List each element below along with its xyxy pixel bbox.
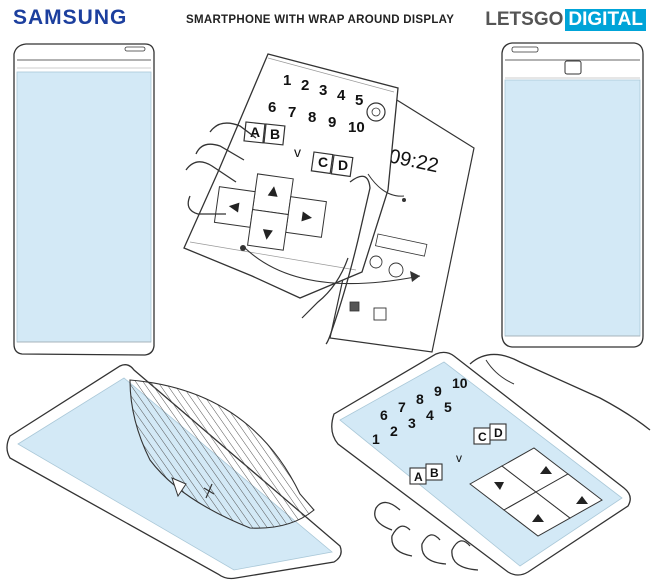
cursor-symbols (171, 477, 215, 499)
key-group-cd: C D (310, 151, 354, 178)
keypad-digit: 5 (355, 92, 363, 109)
arrow-right-icon (301, 211, 313, 222)
keypad-digit: 10 (452, 375, 468, 391)
rear-screen (504, 79, 641, 337)
keypad-digit: 7 (288, 104, 296, 121)
keypad-digit: 6 (380, 407, 388, 423)
key-group-cd: C D (473, 423, 507, 445)
keypad-digit: 9 (434, 383, 442, 399)
arrow-icon (540, 466, 552, 474)
hand (374, 353, 651, 571)
arrow-down-icon (262, 229, 273, 240)
app-icon (369, 255, 383, 269)
key-group-ab: A B (243, 121, 286, 146)
keypad-digit: 7 (398, 399, 406, 415)
samsung-logo: SAMSUNG (13, 6, 128, 29)
keypad-digit: 6 (268, 99, 276, 116)
keypad-digit: 3 (319, 82, 327, 99)
keypad-digit: 4 (337, 87, 346, 104)
arrow-icon (532, 514, 544, 522)
keypad-digit: 1 (283, 72, 291, 89)
front-panel (183, 53, 399, 299)
phone-front-left (13, 43, 155, 356)
keypad-digit: 5 (444, 399, 452, 415)
dpad (213, 173, 327, 251)
svg-text:A: A (250, 124, 260, 140)
arrow-up-icon (267, 186, 278, 197)
key-group-ab: A B (409, 463, 443, 485)
keypad-digit: 1 (372, 431, 380, 447)
header: SAMSUNG SMARTPHONE WITH WRAP AROUND DISP… (0, 0, 658, 34)
keypad-digit: 10 (348, 119, 365, 136)
svg-text:B: B (270, 126, 280, 142)
logo-letsgo: LETSGO (485, 9, 564, 30)
phone-back-right (501, 42, 644, 348)
svg-text:A: A (414, 470, 423, 484)
svg-text:C: C (478, 430, 487, 444)
arrow-icon (576, 496, 588, 504)
svg-text:C: C (318, 154, 328, 170)
keypad-digit: 2 (301, 77, 309, 94)
touch-region (129, 379, 315, 529)
app-icon (388, 262, 404, 278)
chevron-down-icon: v (456, 451, 462, 465)
keypad-digit: 2 (390, 423, 398, 439)
keypad-digit: 4 (426, 407, 434, 423)
arrow-left-icon (228, 202, 240, 213)
svg-text:D: D (338, 157, 348, 173)
keypad-digit: 8 (308, 109, 316, 126)
letsgodigital-logo: LETSGO DIGITAL (485, 7, 646, 33)
svg-text:D: D (494, 426, 503, 440)
chevron-down-icon: v (294, 144, 301, 160)
keypad-digit: 3 (408, 415, 416, 431)
logo-digital: DIGITAL (565, 9, 646, 31)
phone-side-view (6, 364, 342, 580)
front-screen (16, 71, 152, 343)
arrow-icon (494, 482, 504, 490)
camera-module (564, 60, 582, 75)
dpad (469, 447, 603, 537)
speaker-grille (124, 46, 146, 52)
hand (185, 122, 371, 345)
rotate-arrow (244, 247, 421, 285)
keypad-digit: 8 (416, 391, 424, 407)
page-title: SMARTPHONE WITH WRAP AROUND DISPLAY (186, 14, 455, 26)
svg-text:B: B (430, 466, 439, 480)
keypad-digit: 9 (328, 114, 336, 131)
